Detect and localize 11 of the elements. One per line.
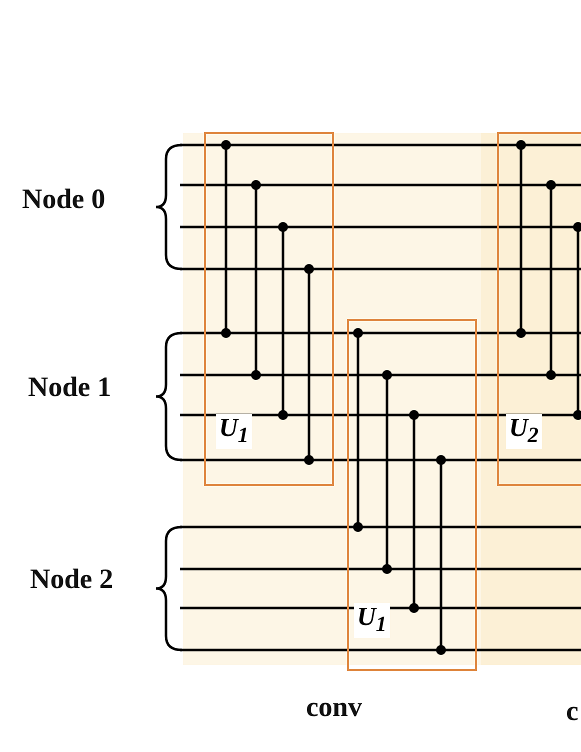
gate-label: U$_{1}$	[216, 414, 252, 450]
gate-label: U$_{2}$	[506, 414, 542, 450]
layer-label: c	[566, 696, 578, 728]
node-label: Node 0	[22, 184, 106, 216]
gate-box	[347, 319, 477, 671]
node-label: Node 1	[28, 372, 112, 404]
gate-box	[497, 132, 581, 486]
node-label: Node 2	[30, 564, 114, 596]
layer-label: conv	[306, 692, 362, 724]
gate-box	[204, 132, 334, 486]
gate-label: U$_{1}$	[354, 603, 390, 638]
